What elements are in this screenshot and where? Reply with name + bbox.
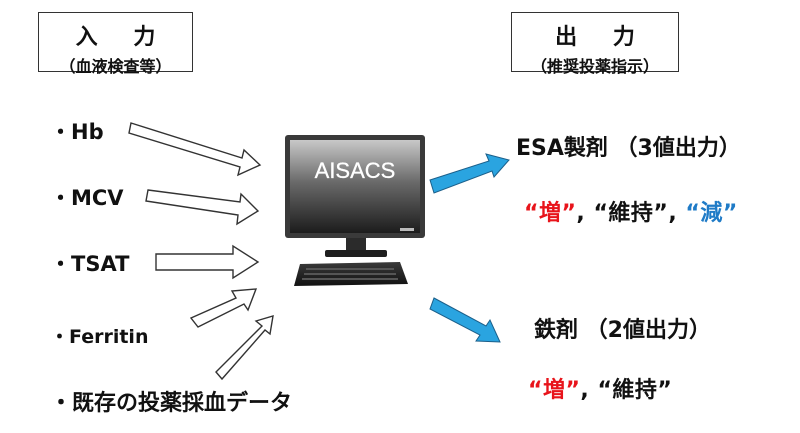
input-ferritin: ・Ferritin	[50, 326, 149, 348]
output-arrow-iron	[429, 297, 501, 343]
output-box-subtitle: （推奨投薬指示）	[530, 57, 659, 76]
esa-value-decrease: “減”	[685, 201, 738, 226]
input-existing-data: ・既存の投薬採血データ	[50, 391, 293, 416]
output-arrow-esa	[429, 153, 510, 194]
output-iron-label: 鉄剤 （2値出力）	[534, 318, 711, 343]
output-esa-values: “増”, “維持”, “減”	[524, 195, 738, 227]
input-arrow-mcv	[145, 189, 260, 226]
iron-value-maintain: , “維持”	[580, 378, 673, 403]
output-box-title: 出 力	[555, 25, 649, 50]
input-arrow-ferritin	[189, 288, 258, 328]
iron-value-increase: “増”	[528, 378, 581, 403]
screen-text: AISACS	[315, 158, 396, 183]
esa-value-maintain: , “維持”,	[576, 201, 686, 226]
input-mcv: ・MCV	[50, 186, 124, 210]
input-tsat: ・TSAT	[50, 252, 130, 276]
output-iron-values: “増”, “維持”	[528, 372, 672, 404]
input-box-title: 入 力	[75, 25, 170, 50]
input-arrow-existing	[215, 315, 274, 381]
output-box: 出 力 （推奨投薬指示）	[511, 12, 679, 76]
input-arrow-tsat	[155, 244, 260, 280]
esa-value-increase: “増”	[524, 201, 577, 226]
input-box-subtitle: （血液検査等）	[59, 57, 172, 76]
computer-icon: AISACS	[285, 135, 425, 286]
input-hb: ・Hb	[50, 120, 104, 144]
output-esa-label: ESA製剤 （3値出力）	[516, 136, 741, 161]
input-arrow-hb	[128, 122, 262, 177]
input-box: 入 力 （血液検査等）	[38, 12, 193, 76]
